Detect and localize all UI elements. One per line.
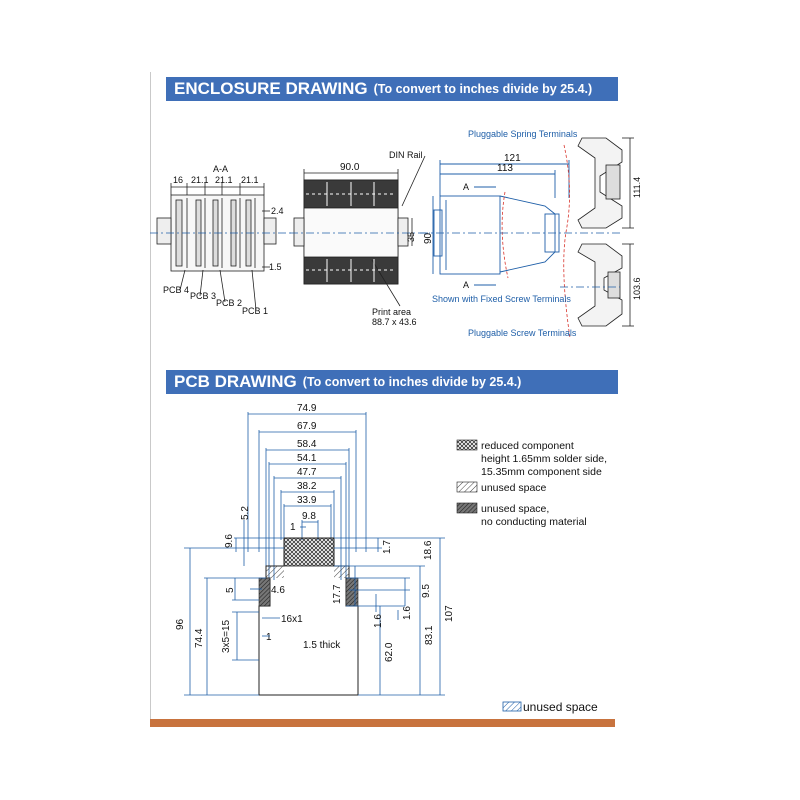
- pcb-dim-17-7: 17.7: [332, 584, 343, 604]
- profile-width-113: 113: [497, 163, 513, 174]
- pcb-dim-16x1: 16x1: [281, 614, 303, 625]
- pcb-dim-1-top: 1: [290, 522, 296, 533]
- no-conductor-zone-right: [345, 577, 359, 607]
- pcb-dim-1-6a: 1.6: [373, 614, 384, 628]
- pcb-dim-3x5: 3x5=15: [221, 619, 232, 653]
- section-label: A-A: [213, 164, 228, 174]
- pcb-legend: reduced component height 1.65mm solder s…: [456, 439, 607, 528]
- pcb-banner: PCB DRAWING (To convert to inches divide…: [166, 370, 618, 394]
- pcb2-label: PCB 2: [216, 298, 242, 308]
- pcb-dim-4-6: 4.6: [271, 585, 285, 596]
- side-dim-21a: 21.1: [191, 175, 209, 185]
- pcb-right-dim-labels: 1.7 18.6 17.7 9.5 1.6 1.6 62.0 83.1 107: [332, 540, 455, 662]
- pcb-dim-83-1: 83.1: [424, 625, 435, 645]
- pcb-dim-1-6b: 1.6: [402, 606, 413, 620]
- legend-swatch-unused: [456, 481, 478, 493]
- pcb-dim-5: 5: [225, 587, 236, 593]
- bottom-legend-label: unused space: [523, 700, 598, 714]
- screw-terminals-label: Pluggable Screw Terminals: [468, 328, 577, 338]
- front-height-35: 35: [406, 232, 416, 242]
- din-rail-label: DIN Rail: [389, 150, 423, 160]
- reduced-height-zone: [283, 537, 335, 567]
- pcb-dim-74-9: 74.9: [297, 403, 317, 414]
- pcb-dim-9-5: 9.5: [421, 584, 432, 598]
- enclosure-banner-subtitle: (To convert to inches divide by 25.4.): [373, 82, 593, 96]
- pcb-dim-5-2: 5.2: [240, 506, 251, 520]
- front-width-dim: 90.0: [340, 162, 360, 173]
- profile-width-121: 121: [504, 153, 521, 164]
- side-dim-21b: 21.1: [215, 175, 233, 185]
- enclosure-profile-view: [432, 160, 570, 286]
- pcb-dim-54-1: 54.1: [297, 453, 317, 464]
- enclosure-front-view: [293, 155, 426, 307]
- side-dim-21c: 21.1: [241, 175, 259, 185]
- spring-height-dim: 111.4: [632, 177, 642, 198]
- pcb-dim-62-0: 62.0: [384, 642, 395, 662]
- profile-cut-lines: [501, 144, 571, 339]
- pcb-dim-33-9: 33.9: [297, 495, 317, 506]
- print-area-dims: 88.7 x 43.6: [372, 317, 417, 327]
- bottom-accent-bar: [150, 719, 615, 727]
- bottom-legend-swatch: [502, 701, 522, 712]
- pcb-dim-38-2: 38.2: [297, 481, 317, 492]
- spring-terminal-detail: [577, 137, 634, 229]
- side-dim-1-5: 1.5: [269, 262, 282, 272]
- pcb-width-labels: 74.9 67.9 58.4 54.1 47.7 38.2 33.9 9.8 1: [290, 403, 317, 533]
- pcb-dim-74-4: 74.4: [194, 628, 205, 648]
- screw-height-dim: 103.6: [632, 277, 642, 300]
- pcb3-label: PCB 3: [190, 291, 216, 301]
- no-conductor-zone-left: [258, 577, 271, 607]
- pcb-thickness: 1.5 thick: [303, 640, 341, 651]
- pcb-dim-47-7: 47.7: [297, 467, 317, 478]
- front-terminal-blocks: [306, 182, 396, 282]
- pcb-dim-1-7: 1.7: [382, 540, 393, 554]
- legend-reduced-3: 15.35mm component side: [481, 466, 602, 478]
- side-dim-16: 16: [173, 175, 183, 185]
- pcb-banner-subtitle: (To convert to inches divide by 25.4.): [302, 375, 522, 389]
- pcb-dim-67-9: 67.9: [297, 421, 317, 432]
- left-margin-rule: [150, 72, 151, 727]
- legend-reduced-1: reduced component: [481, 440, 574, 452]
- legend-swatch-reduced: [456, 439, 478, 451]
- legend-unused: unused space: [481, 482, 547, 494]
- pcb-dim-1-bottom: 1: [266, 632, 272, 643]
- unused-zone-right-top: [334, 566, 349, 578]
- enclosure-banner: ENCLOSURE DRAWING (To convert to inches …: [166, 77, 618, 101]
- pcb-dim-96: 96: [175, 618, 186, 630]
- profile-height-90: 90: [423, 232, 434, 244]
- pcb4-label: PCB 4: [163, 285, 189, 295]
- legend-no-conductor-1: unused space,: [481, 503, 549, 515]
- unused-zone-left-top: [266, 566, 284, 578]
- section-mark-bottom: A: [463, 280, 469, 290]
- pcb-dim-18-6: 18.6: [423, 540, 434, 560]
- pcb-banner-title: PCB DRAWING: [174, 372, 297, 391]
- legend-no-conductor-2: no conducting material: [481, 516, 587, 528]
- fixed-screw-label: Shown with Fixed Screw Terminals: [432, 294, 571, 304]
- enclosure-banner-title: ENCLOSURE DRAWING: [174, 79, 368, 98]
- pcb-dim-107: 107: [444, 605, 455, 622]
- pcb-right-dimensions: [334, 537, 445, 696]
- pcb-dim-58-4: 58.4: [297, 439, 317, 450]
- pcb-left-dim-labels: 5.2 9.6 5 96 74.4 3x5=15: [175, 506, 251, 653]
- screw-terminal-detail: [577, 243, 634, 327]
- pcb1-label: PCB 1: [242, 306, 268, 316]
- spring-terminals-label: Pluggable Spring Terminals: [468, 129, 578, 139]
- side-dim-2-4: 2.4: [271, 206, 284, 216]
- pcb-left-dimensions: [184, 520, 284, 696]
- pcb-dim-9-6-top: 9.6: [224, 534, 235, 548]
- section-mark-top: A: [463, 182, 469, 192]
- legend-swatch-no-conductor: [456, 502, 478, 514]
- print-area-label: Print area: [372, 307, 411, 317]
- pcb-dim-9-8: 9.8: [302, 511, 316, 522]
- legend-reduced-2: height 1.65mm solder side,: [481, 453, 607, 465]
